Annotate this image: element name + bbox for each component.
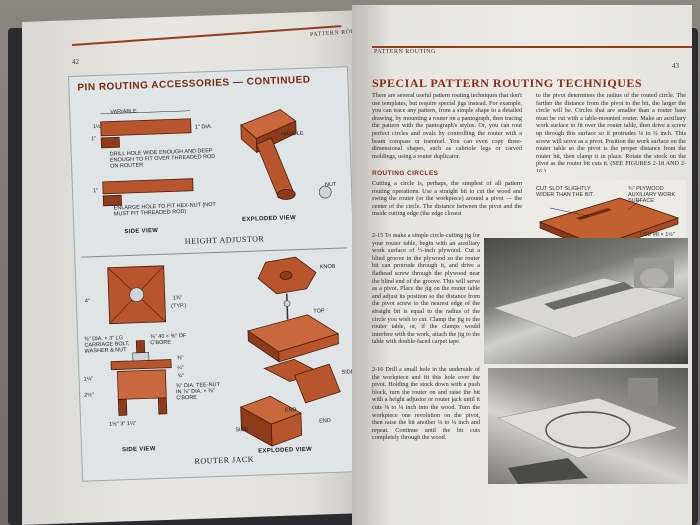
hex-nut xyxy=(318,185,332,199)
jack-side-base xyxy=(116,369,167,400)
right-page-number: 43 xyxy=(672,62,679,70)
label-dia: 1" DIA. xyxy=(194,124,213,131)
label-dim-1: 1" xyxy=(92,188,99,195)
photo-router-table-jig xyxy=(484,238,688,364)
step-2-16-text: 2-16 Drill a small hole in the underside… xyxy=(372,366,480,442)
jack-side-top xyxy=(110,359,172,371)
right-header-rule xyxy=(372,46,692,48)
label-bolt: ⅜" DIA. × 3" LG CARRIAGE BOLT, WASHER & … xyxy=(84,335,130,355)
intro-column-2: to the pivot determines the radius of th… xyxy=(536,92,686,172)
adjustor-rod-side-lower xyxy=(102,178,194,195)
label-dim-1-3-4: 1¾" xyxy=(172,295,183,302)
height-adjustor-drawing xyxy=(100,109,332,207)
photo-1-shapes xyxy=(493,258,685,339)
label-side-2: SIDE xyxy=(235,426,249,434)
adjustor-rod-side-upper xyxy=(100,118,192,137)
label-tee-nut: ⅜" DIA. TEE-NUT IN ⅞" DIA. × ⅜" C'BORE xyxy=(175,381,220,402)
label-typ: (TYP.) xyxy=(171,303,187,310)
label-dim-1-1-4: 1" xyxy=(91,136,97,143)
top-side-view-label: SIDE VIEW xyxy=(124,227,159,236)
label-dim-1-1-4-b: 1¼" xyxy=(83,376,94,383)
label-bottom-dims: 1½" 3" 1½" xyxy=(109,420,137,428)
label-dim-4: 4" xyxy=(84,298,90,305)
label-end-1: END xyxy=(284,407,297,414)
label-top: TOP xyxy=(313,308,325,315)
label-knob: KNOB xyxy=(319,263,336,271)
section-heading: ROUTING CIRCLES xyxy=(372,170,439,177)
section-body: Cutting a circle is, perhaps, the simple… xyxy=(372,180,522,218)
photo-cutting-circle xyxy=(488,368,688,484)
sketch-label-cut-slot: CUT SLOT SLIGHTLY WIDER THAN THE BIT. xyxy=(536,186,595,198)
figure-panel: PIN ROUTING ACCESSORIES — CONTINUED VARI… xyxy=(68,66,362,482)
left-page-number: 42 xyxy=(72,58,79,66)
label-dim-1-4: ¼" xyxy=(177,365,184,372)
figure-title: PIN ROUTING ACCESSORIES — CONTINUED xyxy=(77,74,311,94)
label-dim-3-4: ¾" xyxy=(177,373,185,380)
step-2-15-text: 2-15 To make a simple circle-cutting jig… xyxy=(372,232,480,346)
sketch-label-plywood: ¾" PLYWOOD AUXILIARY WORK SURFACE xyxy=(628,186,676,204)
label-hole-note: DRILL HOLE WIDE ENOUGH AND DEEP ENOUGH T… xyxy=(109,148,216,170)
label-handle: HANDLE xyxy=(281,130,304,138)
intro-column-1: There are several useful pattern routing… xyxy=(372,92,522,160)
label-dim-3-8: ⅜" xyxy=(176,355,184,362)
bottom-side-view-label: SIDE VIEW xyxy=(121,446,156,454)
label-end-2: END xyxy=(319,418,331,425)
jack-side xyxy=(294,363,341,404)
label-nut: NUT xyxy=(324,181,337,189)
height-adjustor-caption: HEIGHT ADJUSTOR xyxy=(184,234,265,247)
photo-2-shapes xyxy=(497,378,679,484)
label-dim-1-5: 1½" xyxy=(92,123,103,131)
label-variable: VARIABLE xyxy=(110,108,137,116)
label-hex: ⅜" 40 × ⅜" OF C'BORE xyxy=(150,333,187,347)
right-running-head: PATTERN ROUTING xyxy=(374,49,436,55)
router-jack-drawing xyxy=(107,256,341,447)
page-title: SPECIAL PATTERN ROUTING TECHNIQUES xyxy=(372,76,643,90)
label-dim-2-1-2: 2½" xyxy=(84,392,94,399)
